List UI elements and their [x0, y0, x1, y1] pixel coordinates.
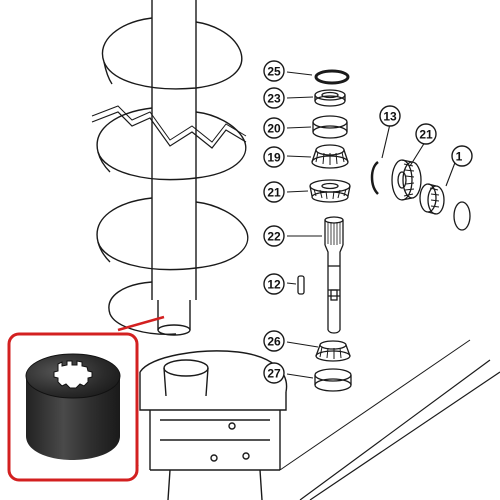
part-13-snap-ring	[370, 161, 379, 195]
callout-23: 23	[263, 87, 285, 109]
callout-25: 25	[263, 60, 285, 82]
callout-25-label: 25	[267, 65, 281, 79]
callout-20-label: 20	[267, 122, 281, 136]
part-23-seal	[314, 89, 346, 107]
part-20-bearing-cup	[312, 115, 348, 139]
part-26-bearing	[315, 340, 351, 362]
auger-assembly	[91, 0, 249, 336]
callout-1-partial: 1	[451, 145, 473, 167]
callout-20: 20	[263, 117, 285, 139]
callout-21-label: 21	[267, 186, 281, 200]
callout-27: 27	[263, 362, 285, 384]
callout-13: 13	[379, 105, 401, 127]
part-21-bevel-gear	[309, 179, 351, 203]
break-line	[91, 111, 247, 149]
highlight-connector	[117, 315, 165, 332]
part-19-bearing-cone	[311, 144, 349, 169]
callout-27-label: 27	[267, 367, 281, 381]
auger-flight-4	[108, 281, 177, 336]
callout-21-right-label: 21	[419, 128, 433, 142]
part-12-pin	[297, 275, 305, 295]
callout-26: 26	[263, 330, 285, 352]
callout-22: 22	[263, 225, 285, 247]
auger-flight-1	[101, 17, 243, 90]
auger-flight-3	[96, 197, 249, 271]
highlight-inset	[7, 332, 139, 482]
housing-outline-right	[279, 339, 500, 500]
callout-12: 12	[263, 273, 285, 295]
part-far-right	[453, 201, 471, 231]
splined-bushing-image	[25, 353, 121, 460]
callout-19-label: 19	[267, 151, 281, 165]
callout-23-label: 23	[267, 92, 281, 106]
part-25-snap-ring	[314, 69, 350, 85]
callout-1-label: 1	[456, 150, 463, 164]
callout-19: 19	[263, 146, 285, 168]
callout-21-right: 21	[415, 123, 437, 145]
callout-21: 21	[263, 181, 285, 203]
callout-13-label: 13	[383, 110, 397, 124]
part-27-bearing-cup	[314, 368, 352, 392]
auger-flight-2	[96, 107, 247, 181]
callout-26-label: 26	[267, 335, 281, 349]
callout-22-label: 22	[267, 230, 281, 244]
leader-lines	[286, 71, 457, 379]
part-side-bearing	[419, 183, 445, 215]
callout-12-label: 12	[267, 278, 281, 292]
part-21-side-gear	[391, 159, 422, 201]
auger-shaft	[151, 0, 197, 300]
part-22-pinion-shaft	[324, 216, 344, 334]
